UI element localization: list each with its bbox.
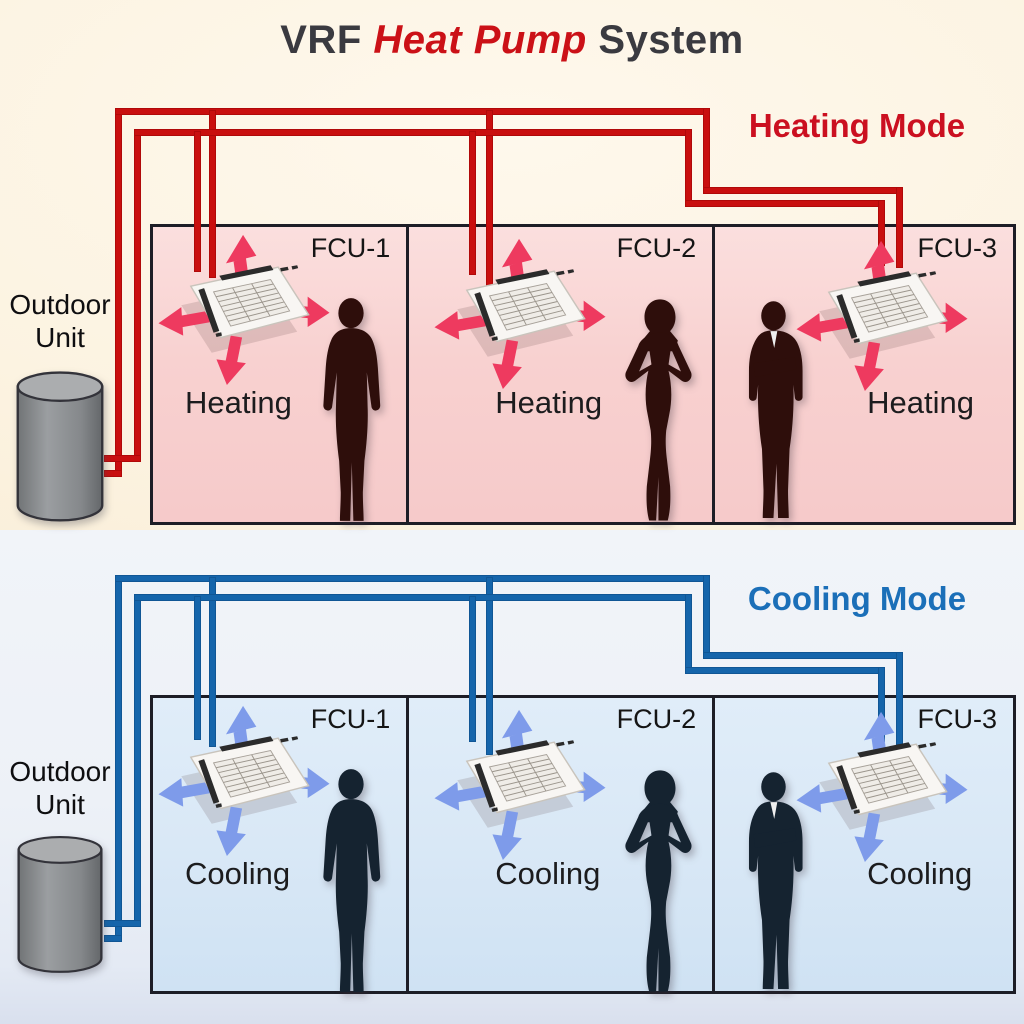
pipe-segment: [685, 200, 885, 207]
ceiling-cassette-unit-icon: [433, 709, 607, 860]
fcu-label: FCU-1: [310, 704, 391, 734]
cooling-rooms: FCU-1 Cooling FCU-2 Cooling FCU-3 Coolin…: [150, 695, 1016, 994]
heating-mode-label: Heating Mode: [748, 107, 966, 144]
pipe-segment: [685, 594, 692, 674]
pipe-segment: [115, 108, 122, 477]
ceiling-cassette-unit-icon: [157, 705, 331, 856]
heating-room-fcu1: FCU-1 Heating: [153, 227, 410, 522]
cooling-room-fcu3: FCU-3 Cooling: [715, 698, 1013, 991]
fcu-label: FCU-3: [917, 704, 998, 734]
pipe-segment: [134, 129, 692, 136]
woman-hands-on-hips-silhouette: [625, 770, 692, 992]
pipe-segment: [703, 187, 903, 194]
pipe-segment: [878, 200, 885, 266]
pipe-segment: [878, 667, 885, 742]
pipe-segment: [703, 575, 710, 659]
man-arms-crossed-silhouette: [749, 772, 803, 989]
pipe-segment: [194, 596, 201, 740]
pipe-segment: [209, 577, 216, 747]
woman-hands-on-hips-silhouette: [625, 299, 692, 521]
pipe-segment: [703, 652, 903, 659]
pipe-segment: [469, 131, 476, 275]
room-mode-text: Heating: [185, 385, 292, 420]
cooling-outdoor-unit-cylinder: [17, 835, 103, 974]
heating-room-fcu3: FCU-3 Heating: [715, 227, 1013, 522]
room-mode-text: Cooling: [495, 856, 601, 891]
pipe-segment: [115, 575, 122, 942]
pipe-segment: [896, 652, 903, 745]
cooling-room-fcu2: FCU-2 Cooling: [409, 698, 716, 992]
heating-room-fcu2: FCU-2 Heating: [409, 227, 716, 522]
pipe-segment: [703, 108, 710, 194]
room-mode-text: Heating: [867, 385, 974, 420]
pipe-segment: [134, 594, 141, 927]
heating-outdoor-unit-label: Outdoor Unit: [9, 289, 111, 353]
heating-rooms: FCU-1 Heating FCU-2 Heating FCU-3 Heatin…: [150, 224, 1016, 525]
pipe-segment: [194, 131, 201, 272]
heating-outdoor-unit-cylinder: [16, 371, 104, 522]
pipe-segment: [685, 129, 692, 207]
pipe-segment: [134, 594, 692, 601]
pipe-segment: [104, 455, 141, 462]
man-standing-silhouette: [323, 769, 381, 992]
title-suffix: System: [586, 18, 744, 62]
pipe-segment: [115, 575, 710, 582]
pipe-segment: [115, 108, 710, 115]
fcu-label: FCU-1: [310, 233, 391, 263]
pipe-segment: [486, 577, 493, 755]
pipe-segment: [209, 110, 216, 278]
pipe-segment: [104, 470, 122, 477]
room-mode-text: Cooling: [867, 856, 973, 891]
fcu-label: FCU-3: [917, 233, 998, 263]
cooling-room-fcu1: FCU-1 Cooling: [153, 698, 410, 992]
title-prefix: VRF: [280, 18, 374, 62]
pipe-segment: [104, 935, 122, 942]
pipe-segment: [896, 187, 903, 268]
pipe-segment: [134, 129, 141, 462]
man-standing-silhouette: [323, 298, 381, 521]
cooling-outdoor-unit-label: Outdoor Unit: [9, 756, 111, 820]
title-highlight: Heat Pump: [373, 18, 587, 62]
pipe-segment: [486, 110, 493, 288]
page-title: VRF Heat Pump System: [0, 18, 1024, 63]
ceiling-cassette-unit-icon: [433, 238, 607, 389]
pipe-segment: [104, 920, 141, 927]
ceiling-cassette-unit-icon: [157, 234, 331, 385]
fcu-label: FCU-2: [616, 233, 697, 263]
fcu-label: FCU-2: [616, 704, 697, 734]
pipe-segment: [685, 667, 885, 674]
pipe-segment: [469, 596, 476, 742]
man-arms-crossed-silhouette: [749, 301, 803, 518]
cooling-mode-label: Cooling Mode: [747, 580, 967, 617]
room-mode-text: Cooling: [185, 856, 291, 891]
room-mode-text: Heating: [495, 385, 603, 420]
